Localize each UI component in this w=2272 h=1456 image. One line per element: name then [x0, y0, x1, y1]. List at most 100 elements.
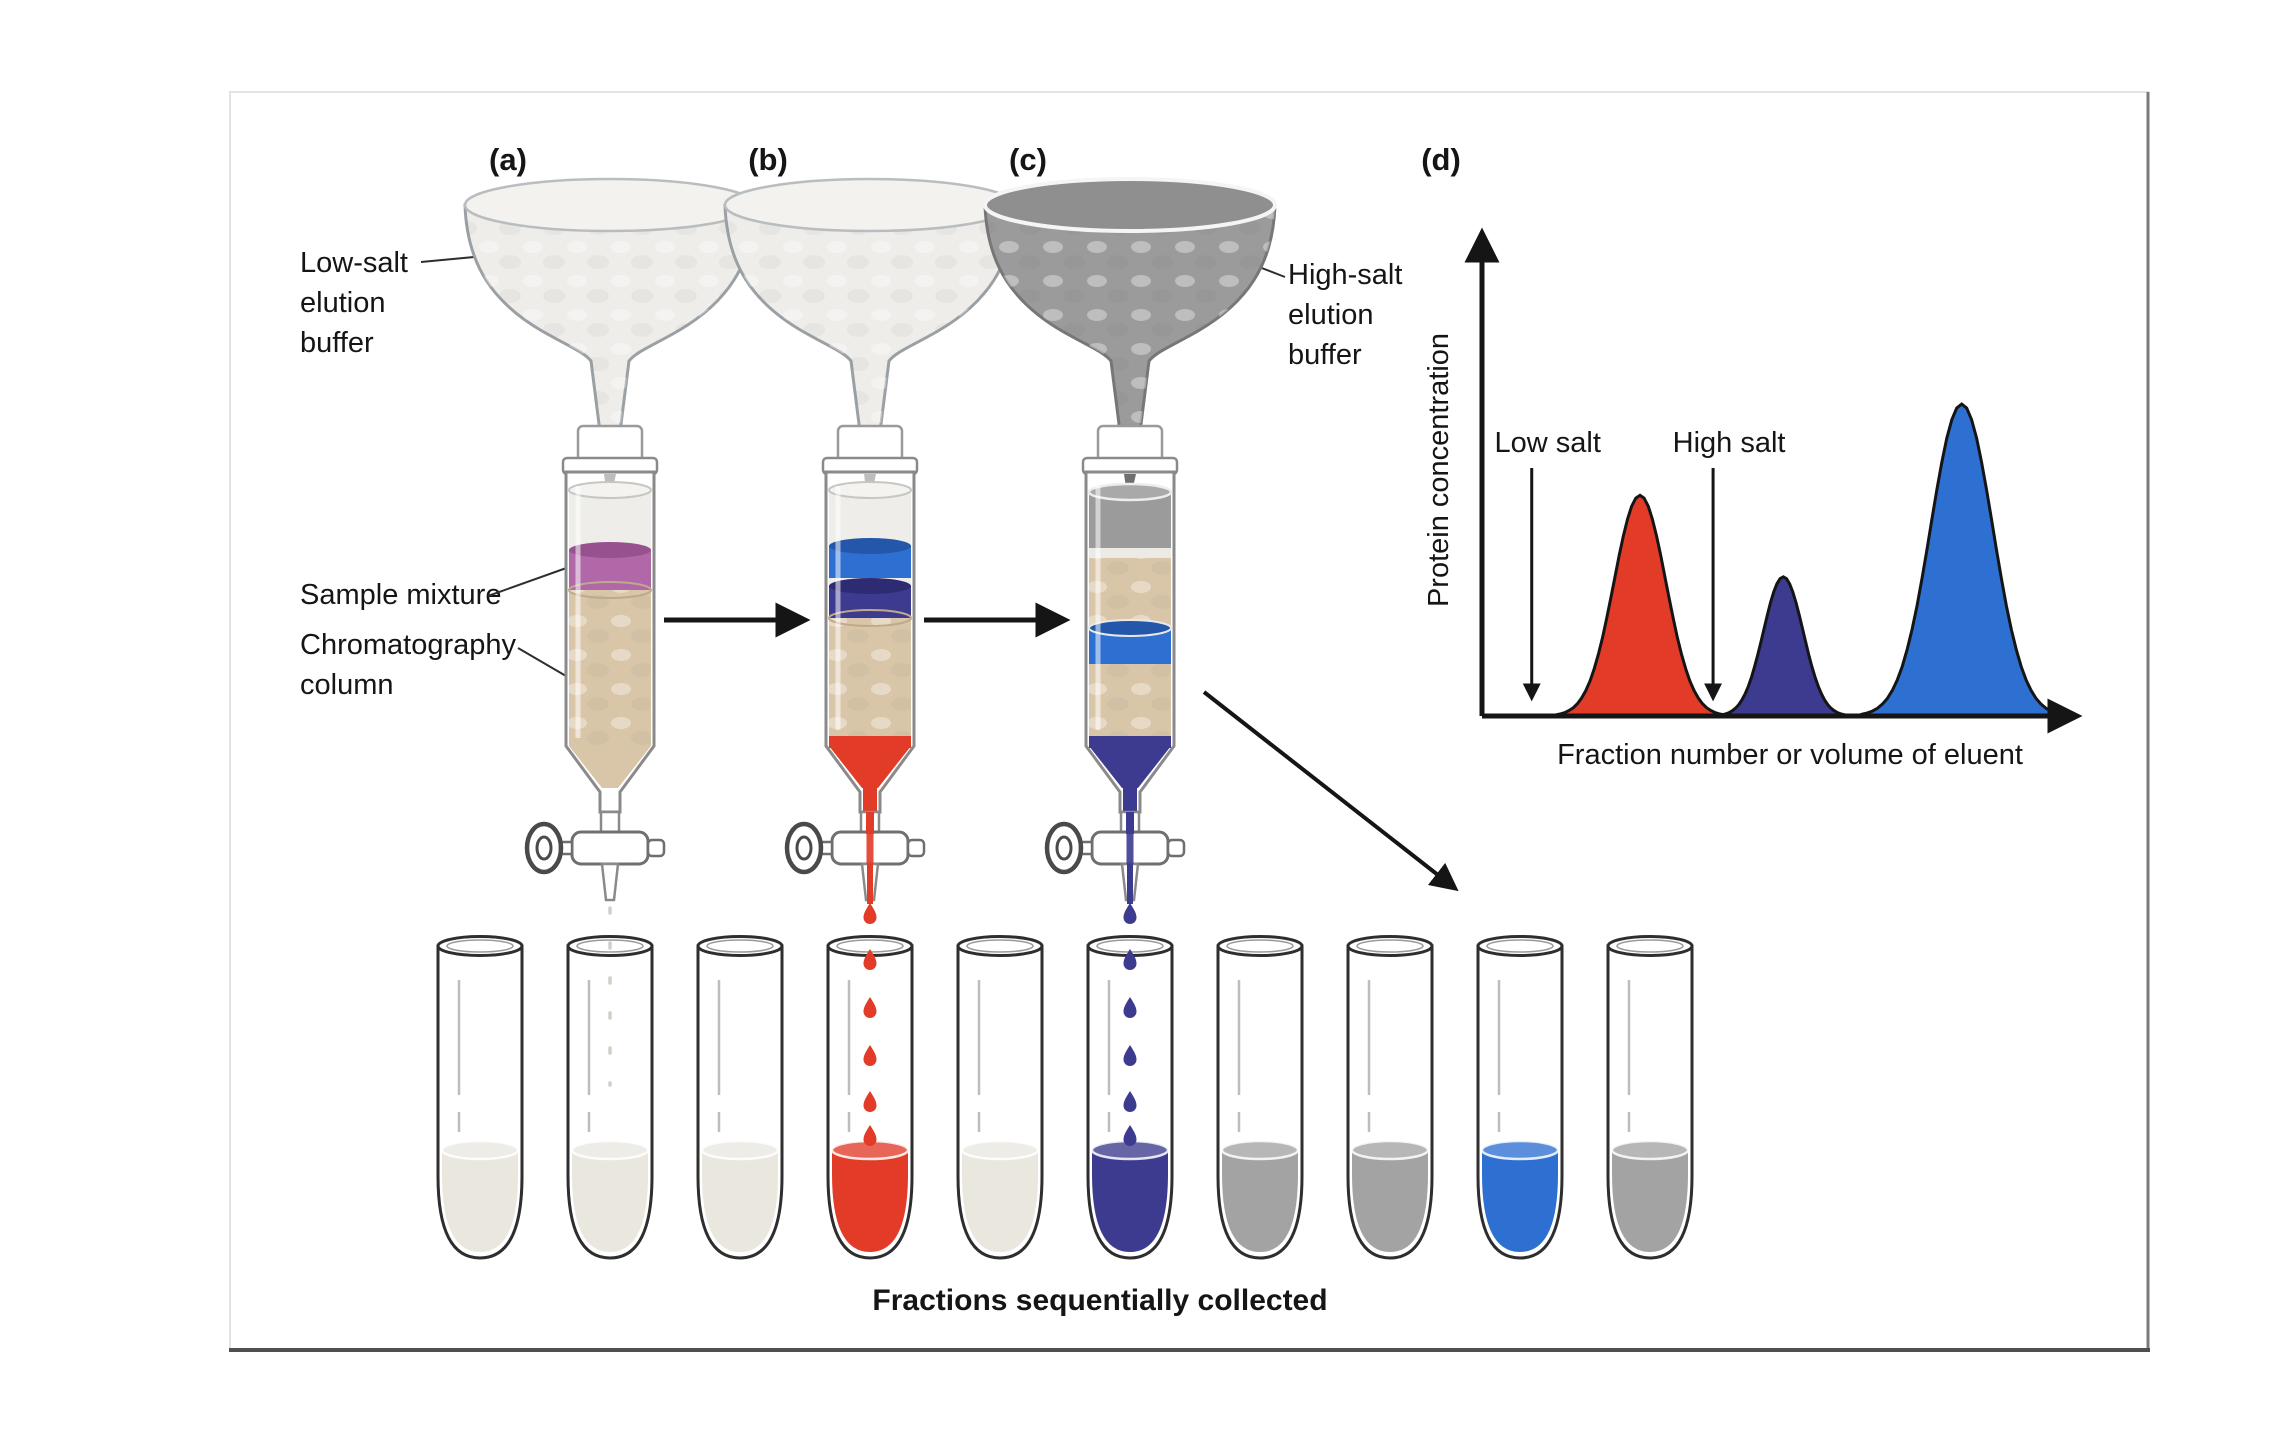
band-gap [1089, 548, 1171, 558]
fraction-tubes [436, 935, 1694, 1260]
valve-nub [1166, 838, 1186, 858]
red-eluate-stem [863, 786, 877, 812]
outlet-tip [600, 862, 620, 902]
red-stream-valve [866, 834, 874, 864]
test-tube-10 [1606, 935, 1694, 1260]
handle-ring [784, 821, 824, 875]
test-tube-9 [1476, 935, 1564, 1260]
test-tube-3 [696, 935, 784, 1260]
tube-liquid-meniscus [700, 1139, 780, 1161]
tube-liquid-surface [1612, 1141, 1688, 1159]
stopcock [524, 810, 666, 902]
dark-blue-eluate-layer [1089, 736, 1171, 748]
resin-texture [829, 618, 911, 738]
label-line: Chromatography [300, 629, 516, 661]
tube-liquid-meniscus [570, 1139, 650, 1161]
chromatography-column-leader-line [517, 647, 567, 677]
funnel-opening [723, 177, 1017, 233]
tube-rim-inner [576, 939, 644, 953]
low-salt-buffer-label: Low-salt elution buffer [300, 247, 408, 359]
handle-ring-inner [795, 835, 813, 861]
funnel-texture [725, 205, 1015, 432]
flow-arrow-c-to-fractions [1202, 690, 1459, 892]
buffer-surface [1087, 482, 1173, 502]
label-line: buffer [300, 327, 374, 359]
test-tube-7 [1216, 935, 1304, 1260]
dark-blue-stream-valve [1126, 834, 1134, 864]
dark-blue-protein-peak [1715, 575, 1852, 718]
label-line: elution [300, 287, 385, 319]
handle-ring [524, 821, 564, 875]
blue-band-surface [1088, 619, 1172, 637]
sample-band-surface [569, 542, 651, 558]
funnel-texture [465, 205, 755, 432]
red-stream-neck [866, 812, 874, 834]
label-line: Low-salt [300, 247, 408, 279]
drop [1123, 903, 1137, 924]
dark-blue-stream-tip [1127, 864, 1133, 904]
panel-label-c: (c) [1009, 142, 1047, 177]
sample-mixture-label: Sample mixture [300, 579, 501, 611]
column-c [983, 177, 1277, 904]
stopper [1096, 424, 1164, 464]
tube-liquid-meniscus [1610, 1139, 1690, 1161]
tube-liquid-surface [1482, 1141, 1558, 1159]
resin-texture [569, 590, 651, 746]
buffer-layer [829, 490, 911, 546]
funnel-texture [985, 205, 1275, 432]
tube-rim-inner [966, 939, 1034, 953]
stopper [836, 424, 904, 464]
valve-body [570, 830, 650, 866]
tube-liquid [572, 1150, 648, 1252]
tube-liquid [442, 1150, 518, 1252]
handle-ring [1044, 821, 1084, 875]
tube-liquid-meniscus [1480, 1139, 1560, 1161]
label-line: elution [1288, 299, 1373, 331]
tube-liquid-surface [442, 1141, 518, 1159]
tube-liquid [702, 1150, 778, 1252]
tube-liquid [1612, 1150, 1688, 1252]
dark-blue-eluate-stem [1123, 786, 1137, 812]
tube-liquid-surface [1092, 1141, 1168, 1159]
tube-liquid [1352, 1150, 1428, 1252]
column-b [723, 177, 1017, 904]
tube-liquid-surface [962, 1141, 1038, 1159]
y-axis-label: Protein concentration [1423, 333, 1455, 607]
handle-ring-inner [535, 835, 553, 861]
x-axis-label: Fraction number or volume of eluent [1557, 739, 2023, 771]
column-a [463, 177, 757, 902]
tube-rim-inner [706, 939, 774, 953]
handle-ring-inner [1055, 835, 1073, 861]
label-line: buffer [1288, 339, 1362, 371]
blue-band-surface [829, 538, 911, 554]
tube-liquid-surface [832, 1141, 908, 1159]
red-eluate-cone [829, 746, 911, 788]
tube-liquid-surface [702, 1141, 778, 1159]
resin-cone [569, 746, 651, 788]
dark-blue-stream-neck [1126, 812, 1134, 834]
buffer-layer [569, 490, 651, 550]
buffer-surface [828, 481, 912, 499]
stopper [576, 424, 644, 464]
drop [863, 903, 877, 924]
funnel-opening [463, 177, 757, 233]
resin-surface [568, 581, 652, 599]
panel-label-b: (b) [748, 142, 788, 177]
valve-nub [646, 838, 666, 858]
test-tube-2 [566, 935, 654, 1260]
tube-rim-inner [1486, 939, 1554, 953]
tube-liquid-surface [572, 1141, 648, 1159]
tube-rim-inner [446, 939, 514, 953]
tube-rim-inner [1616, 939, 1684, 953]
tube-liquid-surface [1222, 1141, 1298, 1159]
red-stream-tip [867, 864, 873, 904]
tube-liquid [1222, 1150, 1298, 1252]
panel-label-d: (d) [1421, 142, 1461, 177]
test-tube-8 [1346, 935, 1434, 1260]
test-tube-5 [956, 935, 1044, 1260]
